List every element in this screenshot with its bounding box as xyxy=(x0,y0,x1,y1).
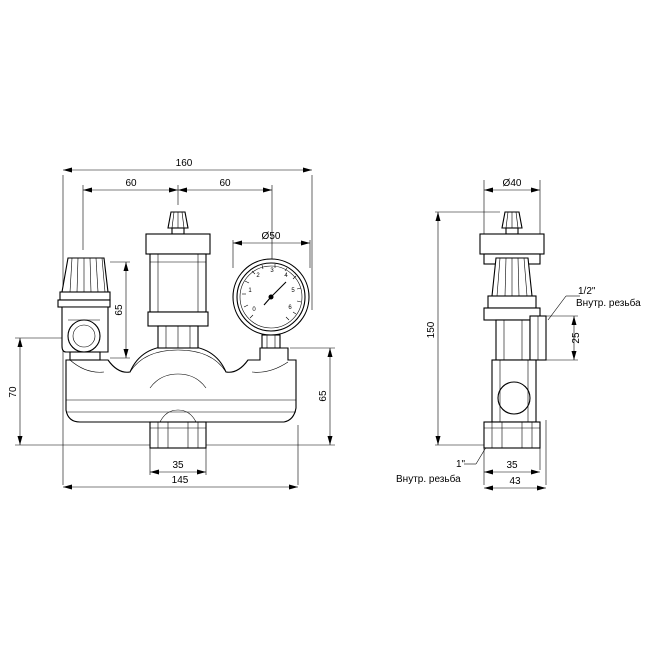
svg-text:3: 3 xyxy=(270,268,274,274)
side-dim-bottom-connection: 35 xyxy=(506,460,518,471)
dim-body-length: 145 xyxy=(172,475,189,486)
dim-valve-height: 65 xyxy=(114,304,125,316)
thread-bottom-size: 1" xyxy=(456,459,466,470)
svg-text:6: 6 xyxy=(288,305,292,311)
dim-bottom-connection: 35 xyxy=(172,460,184,471)
front-view: 160 60 60 Ø50 65 70 65 35 xyxy=(8,158,335,490)
svg-text:4: 4 xyxy=(284,273,288,279)
side-valve-body xyxy=(479,211,547,449)
dim-overall-width: 160 xyxy=(176,158,193,169)
side-view: Ø40 150 25 35 43 1/2" Внутр. резьба 1" В… xyxy=(396,178,641,491)
dim-spacing-left: 60 xyxy=(125,178,137,189)
air-vent xyxy=(145,211,211,349)
bottom-nut xyxy=(149,421,207,449)
thread-bottom-type: Внутр. резьба xyxy=(396,473,461,485)
dim-gauge-diameter: Ø50 xyxy=(262,231,281,242)
dim-total-height: 70 xyxy=(8,386,19,398)
thread-top-size: 1/2" xyxy=(578,286,596,297)
svg-text:1: 1 xyxy=(248,288,252,294)
pressure-gauge: 0 1 2 3 4 5 6 xyxy=(232,258,310,349)
side-dim-height: 150 xyxy=(426,321,437,338)
side-dim-top-diameter: Ø40 xyxy=(503,178,522,189)
side-dim-width: 43 xyxy=(509,476,521,487)
dim-spacing-right: 60 xyxy=(219,178,231,189)
svg-text:2: 2 xyxy=(256,273,260,279)
dim-outlet-height: 65 xyxy=(318,390,329,402)
svg-text:5: 5 xyxy=(291,288,295,294)
thread-top-type: Внутр. резьба xyxy=(576,297,641,309)
safety-valve xyxy=(57,257,111,361)
gauge-ticks xyxy=(242,264,302,321)
svg-text:0: 0 xyxy=(252,307,256,313)
side-dim-port-size: 25 xyxy=(571,332,582,344)
